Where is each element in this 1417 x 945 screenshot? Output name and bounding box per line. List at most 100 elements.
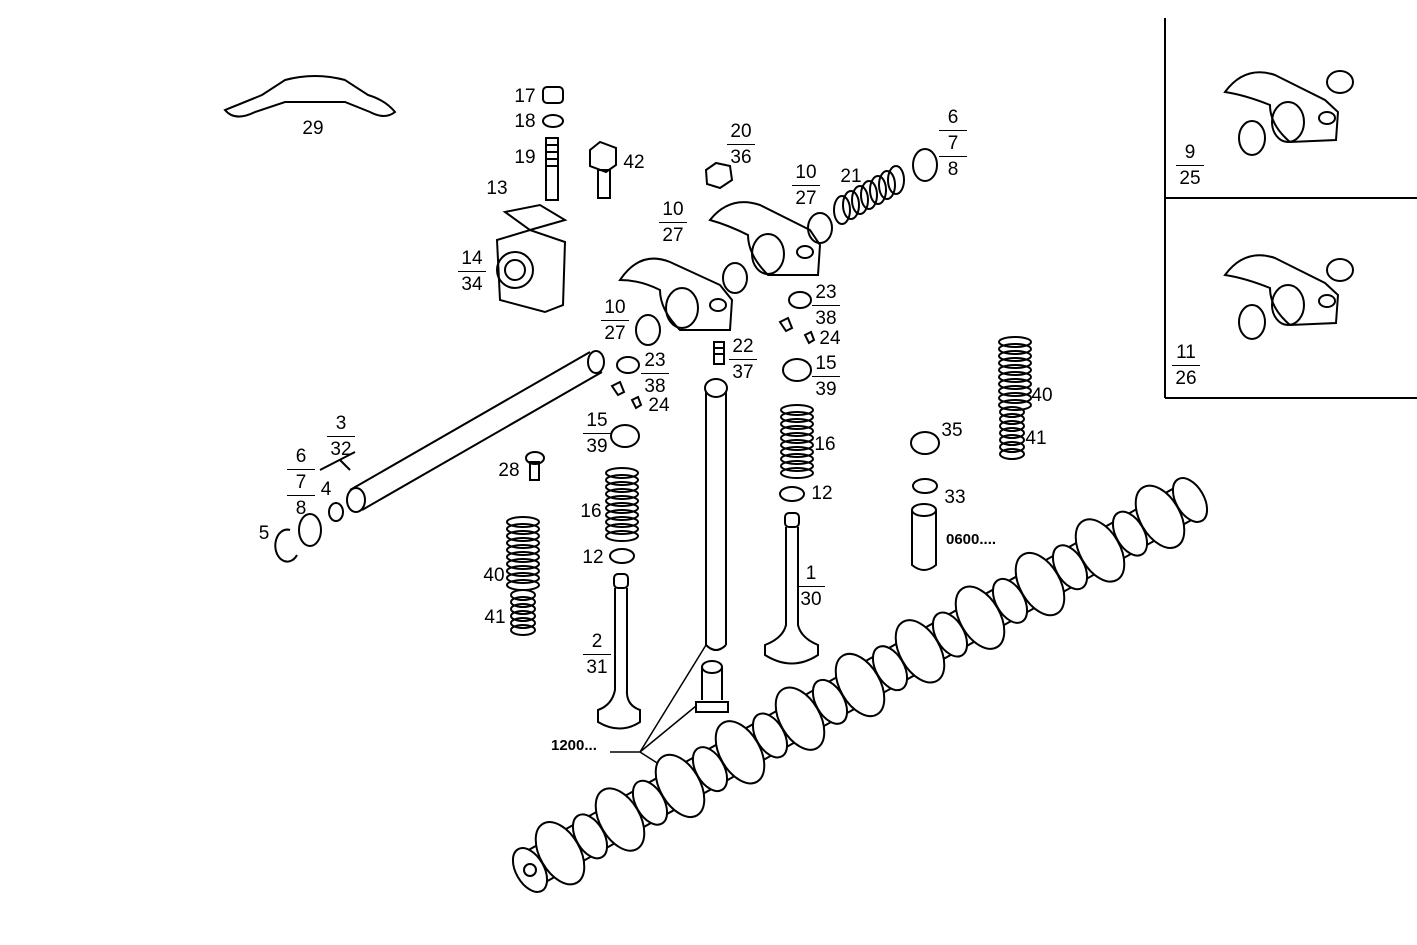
fraction-bottom: 31 — [586, 657, 608, 678]
cap-part — [616, 356, 640, 374]
fraction-top: 20 — [730, 121, 752, 142]
screw-part — [525, 451, 545, 481]
coil — [887, 165, 905, 195]
leader-lines — [610, 644, 707, 769]
callout-12-right: 12 — [811, 483, 833, 504]
washer-part — [912, 148, 938, 182]
intake-valve — [764, 512, 819, 665]
pushrod — [704, 378, 728, 651]
callout-17: 17 — [514, 86, 536, 107]
fraction-bottom: 8 — [947, 159, 959, 180]
callout-29: 29 — [302, 118, 324, 139]
callout-21: 21 — [840, 166, 862, 187]
bolt-part — [589, 140, 617, 199]
fraction-top: 15 — [815, 353, 837, 374]
adjust-screw — [713, 341, 725, 365]
fraction-bottom: 34 — [461, 274, 483, 295]
fraction-mid: 7 — [947, 133, 959, 154]
cap-part — [788, 291, 812, 309]
inset-rocker-11 — [1223, 254, 1354, 340]
bushing-part — [807, 212, 833, 244]
callout-41-right: 41 — [1025, 428, 1047, 449]
callout-6-7-8-left: 6 7 8 — [287, 446, 315, 519]
keeper-part — [610, 316, 816, 410]
tappet — [695, 660, 729, 713]
valve-springs — [506, 336, 1032, 636]
fraction-top: 10 — [604, 297, 626, 318]
rocker-spring — [833, 165, 905, 225]
spring-seat — [912, 478, 938, 494]
fraction-top: 10 — [795, 162, 817, 183]
fraction-top: 10 — [662, 199, 684, 220]
fraction-bottom: 8 — [295, 498, 307, 519]
rocker-support — [495, 203, 568, 314]
fraction-top: 23 — [644, 350, 666, 371]
coil-spring — [510, 589, 536, 636]
fraction-bottom: 36 — [730, 147, 752, 168]
fraction-bottom: 26 — [1175, 368, 1197, 389]
inset-rocker-9 — [1223, 70, 1354, 156]
fraction-top: 6 — [295, 446, 307, 467]
fraction-bottom: 38 — [815, 308, 837, 329]
fraction-bottom: 27 — [795, 188, 817, 209]
fraction-top: 9 — [1184, 142, 1196, 163]
callout-24-left: 24 — [648, 395, 670, 416]
coil — [842, 190, 860, 220]
inset-frame — [1164, 18, 1417, 399]
callout-16-right: 16 — [814, 434, 836, 455]
washer-part — [298, 513, 322, 547]
coil-spring — [999, 406, 1025, 460]
callout-40-left: 40 — [483, 565, 505, 586]
note-0600: 0600.... — [946, 531, 997, 548]
coil — [869, 175, 887, 205]
cam-end-hole — [523, 863, 537, 877]
fraction-bottom: 37 — [732, 362, 754, 383]
camshaft — [511, 477, 1209, 893]
callout-4: 4 — [320, 479, 332, 500]
stud-nut-washer — [542, 86, 564, 201]
callout-35: 35 — [941, 420, 963, 441]
fraction-top: 14 — [461, 248, 483, 269]
rocker-arm-left — [618, 257, 734, 331]
circlip-part — [274, 528, 298, 563]
callout-5: 5 — [258, 523, 270, 544]
bracket-part — [223, 75, 397, 118]
callout-18: 18 — [514, 111, 536, 132]
coil-spring — [780, 404, 814, 479]
spring-retainer — [782, 358, 812, 382]
fraction-bottom: 39 — [586, 436, 608, 457]
fraction-bottom: 38 — [644, 376, 666, 397]
coil-spring — [605, 467, 639, 542]
callout-28: 28 — [498, 460, 520, 481]
callout-42: 42 — [623, 152, 645, 173]
callout-33: 33 — [944, 487, 966, 508]
coil — [878, 170, 896, 200]
coil-spring — [506, 516, 540, 591]
fraction-bottom: 25 — [1179, 168, 1201, 189]
note-1200: 1200... — [551, 737, 597, 754]
callout-13: 13 — [486, 178, 508, 199]
callout-16-left: 16 — [580, 501, 602, 522]
fraction-mid: 7 — [295, 472, 307, 493]
rocker-arm-right — [708, 201, 822, 276]
plug-part — [328, 502, 344, 522]
fraction-top: 2 — [591, 631, 603, 652]
fraction-bottom: 27 — [604, 323, 626, 344]
fraction-bottom: 27 — [662, 225, 684, 246]
fraction-top: 1 — [805, 563, 817, 584]
bushing-part — [635, 314, 661, 346]
nut-part — [704, 161, 734, 190]
callout-40-right: 40 — [1031, 385, 1053, 406]
